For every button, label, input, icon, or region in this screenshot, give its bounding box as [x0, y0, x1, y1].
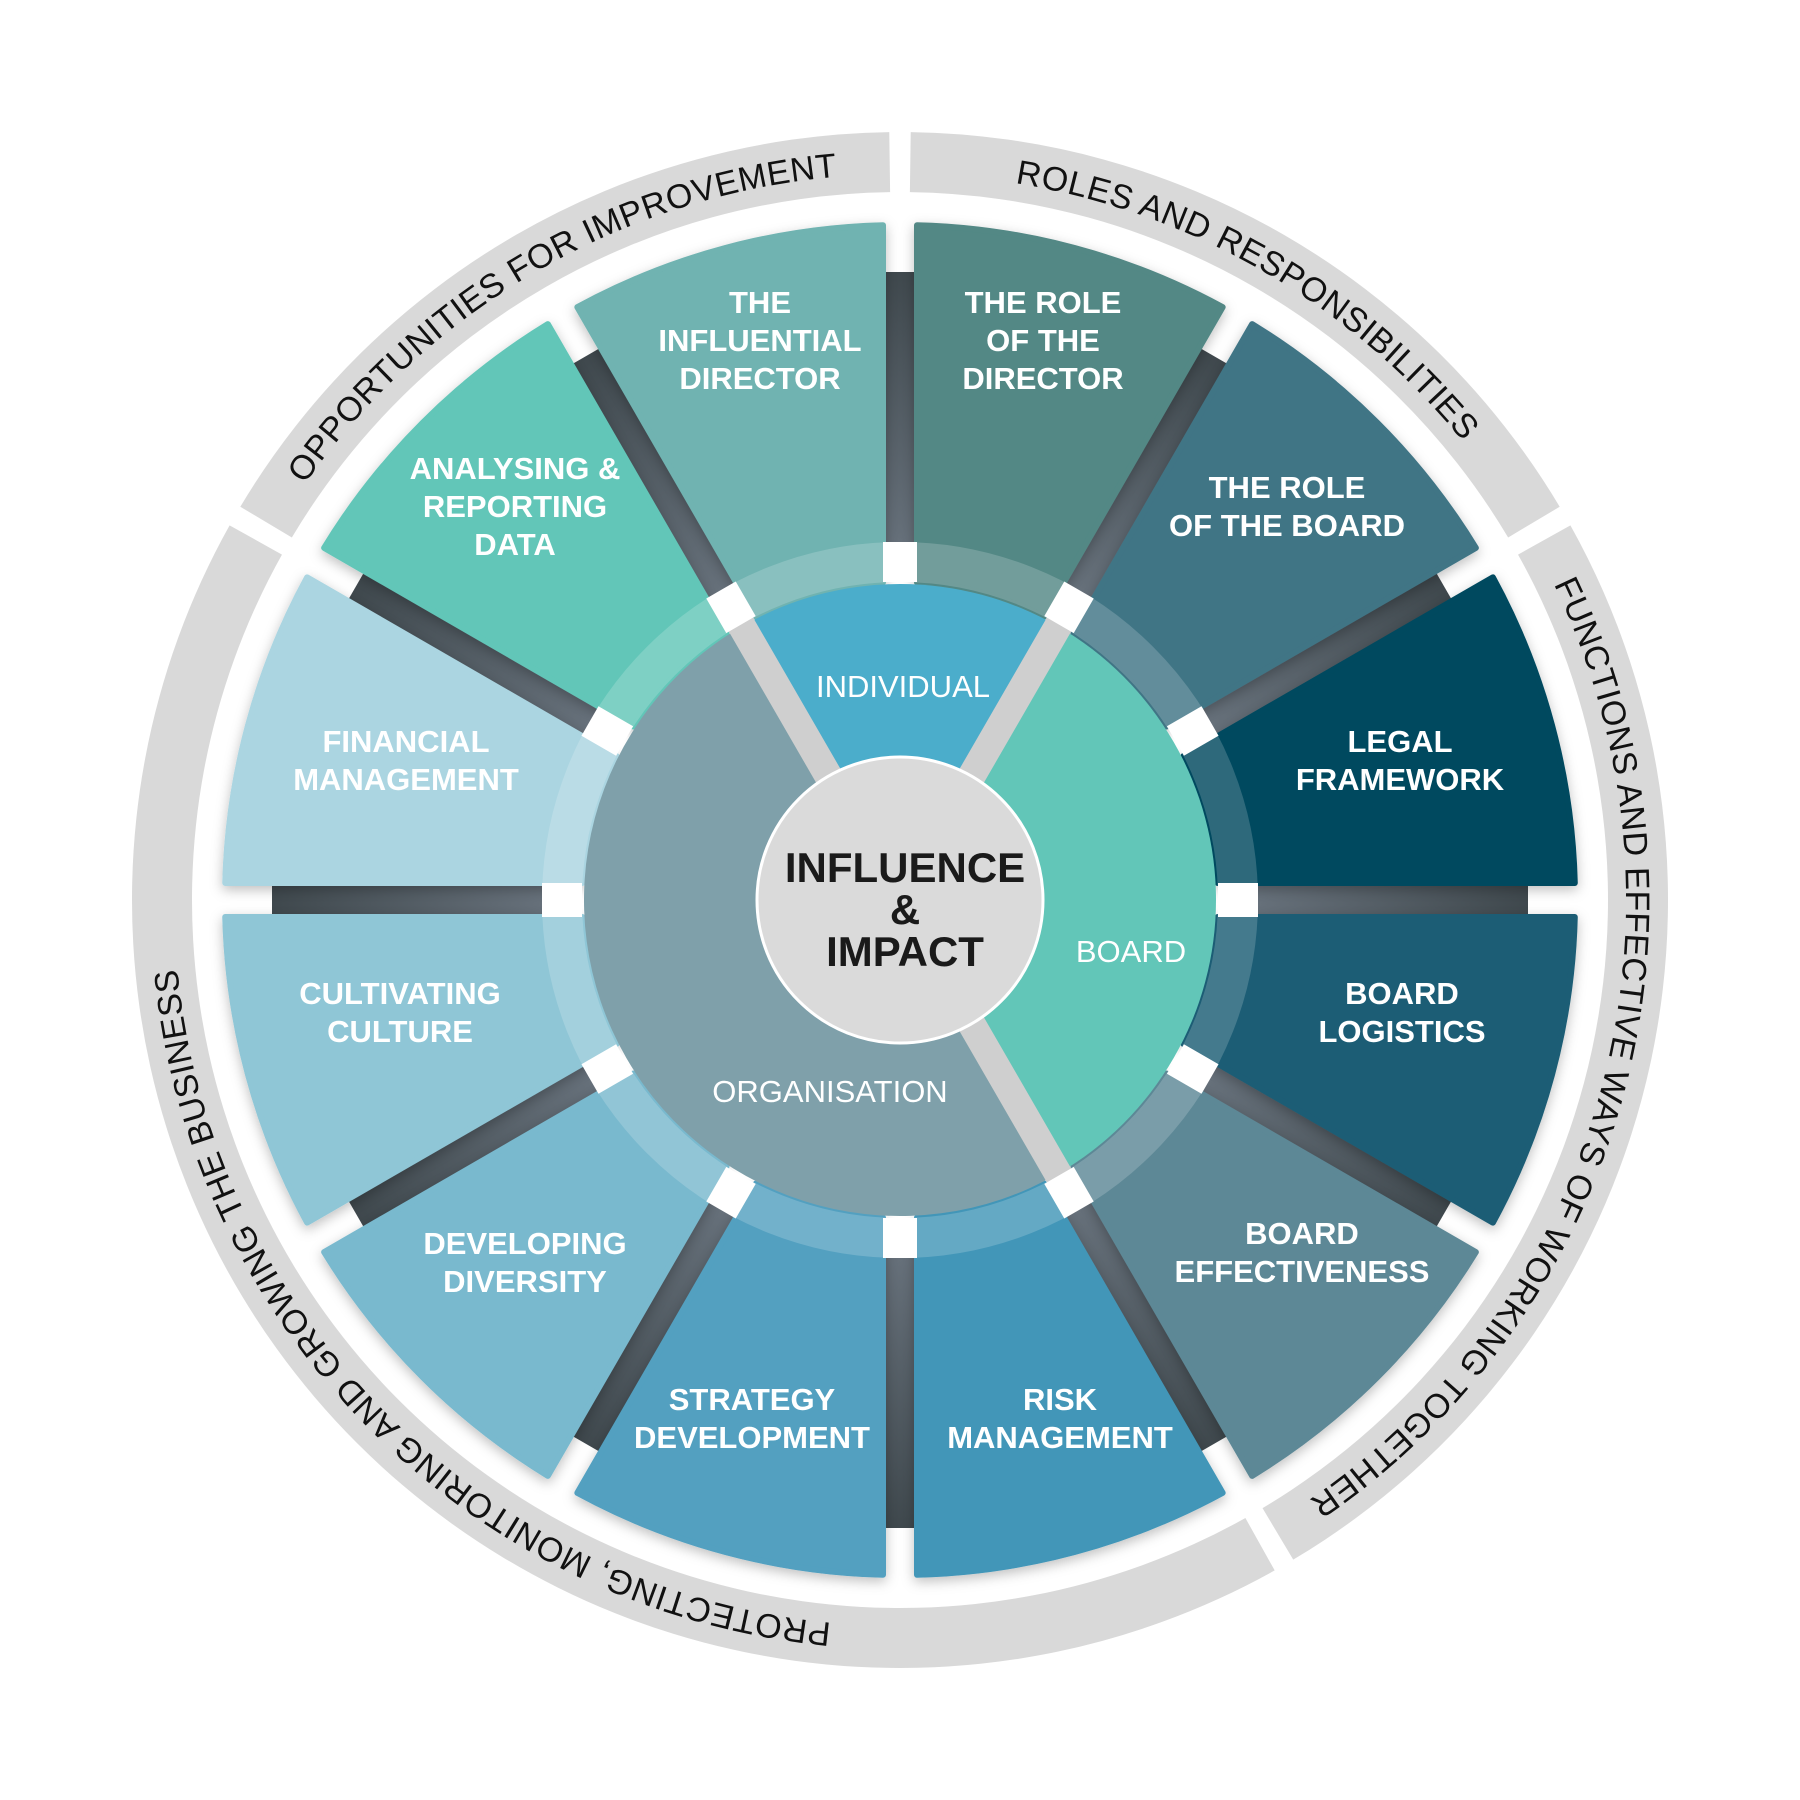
gap-notch [706, 1166, 756, 1219]
segment-label-the-influential-director-line-3: DIRECTOR [679, 361, 840, 396]
gap-bar [1063, 347, 1229, 600]
center-label-line-1: INFLUENCE [785, 844, 1025, 891]
gap-notch [883, 1218, 917, 1258]
segment-label-financial-management-line-1: FINANCIAL [322, 724, 489, 759]
segment-label-the-role-of-the-director-line-3: DIRECTOR [962, 361, 1123, 396]
inner-sector-divider [728, 617, 848, 795]
gap-bar [883, 1257, 917, 1528]
segment-label-the-role-of-the-board-line-2: OF THE BOARD [1169, 508, 1405, 543]
segment-label-developing-diversity-line-1: DEVELOPING [423, 1226, 626, 1261]
gap-notch [706, 581, 756, 634]
segment-label-the-influential-director-line-1: THE [729, 285, 791, 320]
segment-label-the-influential-director-line-2: INFLUENTIAL [658, 323, 861, 358]
gap-notch [883, 542, 917, 582]
band-roles [909, 132, 1560, 538]
segment-label-analysing-reporting-data-line-3: DATA [474, 527, 556, 562]
gap-notch [542, 883, 582, 917]
inner-sector-label-individual: INDIVIDUAL [816, 669, 990, 704]
gap-notch [1044, 1166, 1094, 1219]
segment-label-developing-diversity-line-2: DIVERSITY [443, 1264, 607, 1299]
gap-notch [1044, 581, 1094, 634]
gap-bar [1200, 1063, 1453, 1229]
gap-bar [347, 571, 600, 737]
segment-label-board-effectiveness-line-2: EFFECTIVENESS [1175, 1254, 1430, 1289]
segment-label-analysing-reporting-data-line-2: REPORTING [423, 489, 607, 524]
center-label-line-2: & [890, 886, 920, 933]
gap-bar [1257, 883, 1528, 917]
inner-sector-individual: INDIVIDUAL [742, 583, 1058, 900]
inner-sector-divider [952, 617, 1072, 795]
gap-bar [1063, 1200, 1229, 1453]
segment-label-board-logistics-line-1: BOARD [1345, 976, 1459, 1011]
band-functions [1262, 525, 1668, 1560]
segment-gap-bars [272, 272, 1528, 1528]
band-opportunities [240, 132, 891, 538]
segment-label-the-role-of-the-director-line-1: THE ROLE [965, 285, 1122, 320]
gap-notch [581, 706, 634, 756]
gap-bar [272, 883, 543, 917]
segment-label-board-logistics-line-2: LOGISTICS [1318, 1014, 1485, 1049]
gap-bar [571, 1200, 737, 1453]
segment-label-the-role-of-the-director-line-2: OF THE [986, 323, 1100, 358]
gap-notch [1166, 1044, 1219, 1094]
gap-bar [1200, 571, 1453, 737]
gap-bar [883, 272, 917, 543]
segment-label-risk-management-line-1: RISK [1023, 1382, 1098, 1417]
gap-notch [581, 1044, 634, 1094]
gap-bar [571, 347, 737, 600]
gap-notch [1166, 706, 1219, 756]
segment-label-the-role-of-the-board-line-1: THE ROLE [1209, 470, 1366, 505]
segment-label-financial-management-line-2: MANAGEMENT [293, 762, 519, 797]
center-label-line-3: IMPACT [826, 928, 984, 975]
segment-label-legal-framework-line-1: LEGAL [1347, 724, 1452, 759]
segment-label-board-effectiveness-line-1: BOARD [1245, 1216, 1359, 1251]
inner-sector-label-board: BOARD [1076, 934, 1186, 969]
center-hub: INFLUENCE & IMPACT [755, 755, 1045, 1045]
segment-label-legal-framework-line-2: FRAMEWORK [1296, 762, 1505, 797]
gap-notch [1218, 883, 1258, 917]
segment-label-risk-management-line-2: MANAGEMENT [947, 1420, 1173, 1455]
segment-label-cultivating-culture-line-1: CULTIVATING [299, 976, 500, 1011]
inner-sector-label-organisation: ORGANISATION [712, 1074, 947, 1109]
gap-bar [347, 1063, 600, 1229]
segment-label-analysing-reporting-data-line-1: ANALYSING & [410, 451, 621, 486]
center-circle [755, 755, 1045, 1045]
segment-label-cultivating-culture-line-2: CULTURE [327, 1014, 473, 1049]
inner-sector-divider [952, 1005, 1072, 1183]
segment-label-strategy-development-line-1: STRATEGY [669, 1382, 836, 1417]
segment-label-strategy-development-line-2: DEVELOPMENT [634, 1420, 870, 1455]
